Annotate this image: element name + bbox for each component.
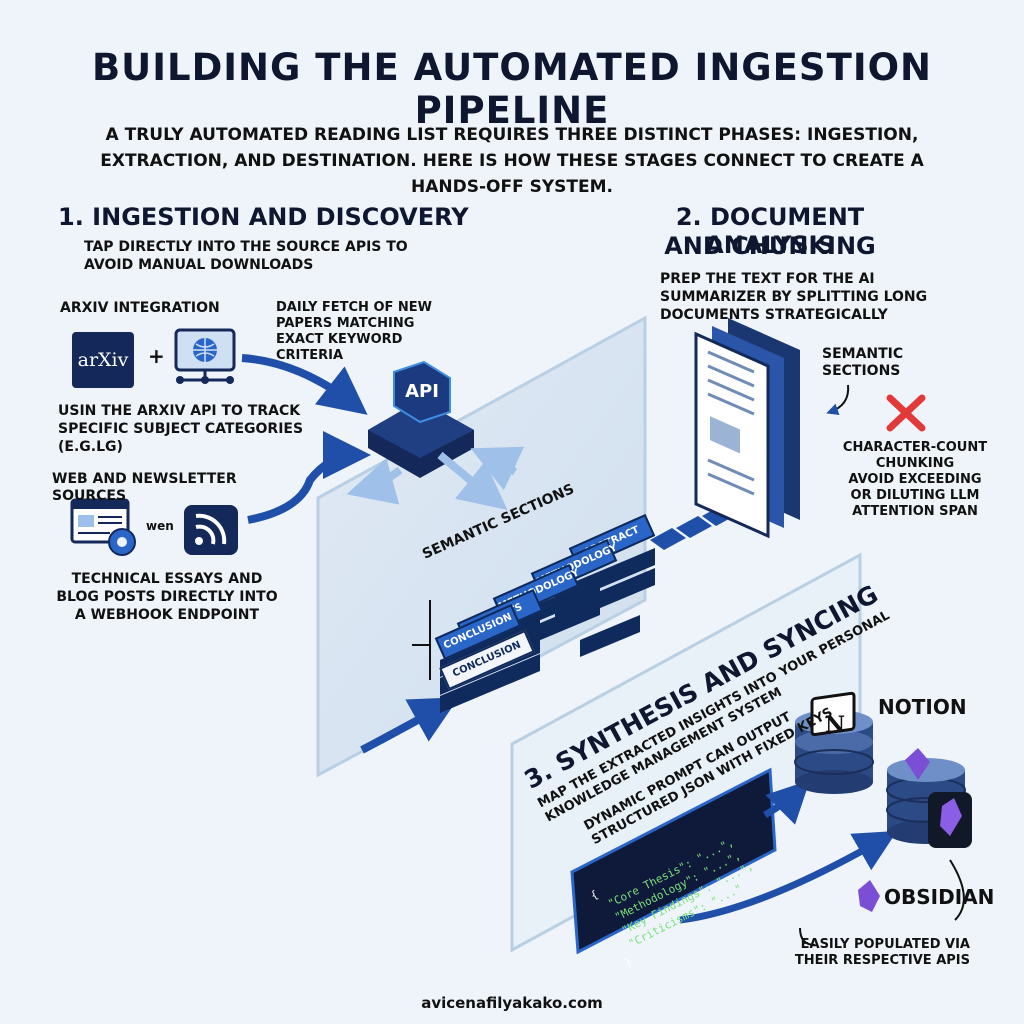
notion-label: NOTION [878, 695, 967, 719]
arrow-to-notion [763, 780, 810, 825]
notion-database-icon [794, 691, 874, 794]
intro-text: A TRULY AUTOMATED READING LIST REQUIRES … [100, 125, 924, 197]
char-count-line1: CHARACTER-COUNT [842, 440, 988, 455]
section2-desc: PREP THE TEXT FOR THE AI SUMMARIZER BY S… [660, 271, 928, 323]
section2-heading-line2: AND CHUNKING [664, 232, 876, 260]
arrow-to-obsidian [679, 831, 898, 924]
section1-desc: TAP DIRECTLY INTO THE SOURCE APIs TO AVO… [84, 239, 408, 273]
arxiv-logo-text: arXiv [77, 349, 129, 371]
char-count-line2: CHUNKING [875, 456, 955, 471]
plus-sign: + [148, 344, 165, 368]
json-terminal [570, 767, 777, 955]
sync-note-line2: THEIR RESPECTIVE APIs [794, 953, 970, 968]
obsidian-logo-icon [858, 880, 880, 912]
api-label: API [405, 381, 439, 402]
arrow-semantic-note [826, 384, 850, 416]
char-count-line3: AVOID EXCEEDING [848, 472, 982, 487]
web-sources-label: WEB AND NEWSLETTER SOURCES [52, 471, 237, 504]
arrow-web-to-api [247, 431, 371, 524]
page-title: BUILDING THE AUTOMATED INGESTION PIPELIN… [91, 46, 933, 132]
sync-note-line1: EASILY POPULATED via [800, 937, 970, 952]
glass-panel-ingestion [316, 315, 647, 778]
footer-url[interactable]: avicenafilyakako.com [421, 994, 603, 1012]
section2-heading-line1: 2. DOCUMENT ANALYSIS [675, 203, 865, 259]
arrow-into-synthesis [360, 697, 459, 754]
char-count-line5: ATTENTION SPAN [852, 504, 978, 519]
daily-fetch-note: DAILY FETCH OF NEW PAPERS MATCHING EXACT… [276, 300, 433, 363]
obsidian-label: OBSIDIAN [884, 885, 995, 909]
gear-icon [108, 528, 136, 556]
red-x-icon [886, 394, 926, 432]
arrow-api-left [346, 458, 403, 505]
section1-heading: 1. INGESTION AND DISCOVERY [58, 203, 469, 231]
char-count-line4: OR DILUTING LLM [850, 488, 980, 503]
web-sources-desc: TECHNICAL ESSAYS AND BLOG POSTS DIRECTLY… [56, 571, 278, 623]
arrow-api-in [470, 446, 525, 491]
document-stack-icon [694, 318, 800, 539]
notion-logo-letter: N [824, 712, 846, 738]
arrow-arxiv-to-api [241, 354, 368, 415]
arxiv-logo-tile [72, 332, 134, 388]
semantic-sections-note: SEMANTIC SECTIONS [822, 346, 904, 379]
arrow-api-down [437, 451, 508, 510]
arxiv-integration-label: ARXIV INTEGRATION [60, 300, 220, 316]
bracket-sync-note [799, 927, 816, 946]
obsidian-database-icon [886, 748, 972, 848]
arxiv-api-desc: USIN THE ARXiv API TO TRACK SPECIFIC SUB… [58, 403, 304, 455]
rss-icon [184, 505, 238, 555]
arrow-sync-note [949, 859, 965, 921]
wen-text: wen [146, 519, 174, 533]
network-monitor-icon [174, 328, 236, 384]
